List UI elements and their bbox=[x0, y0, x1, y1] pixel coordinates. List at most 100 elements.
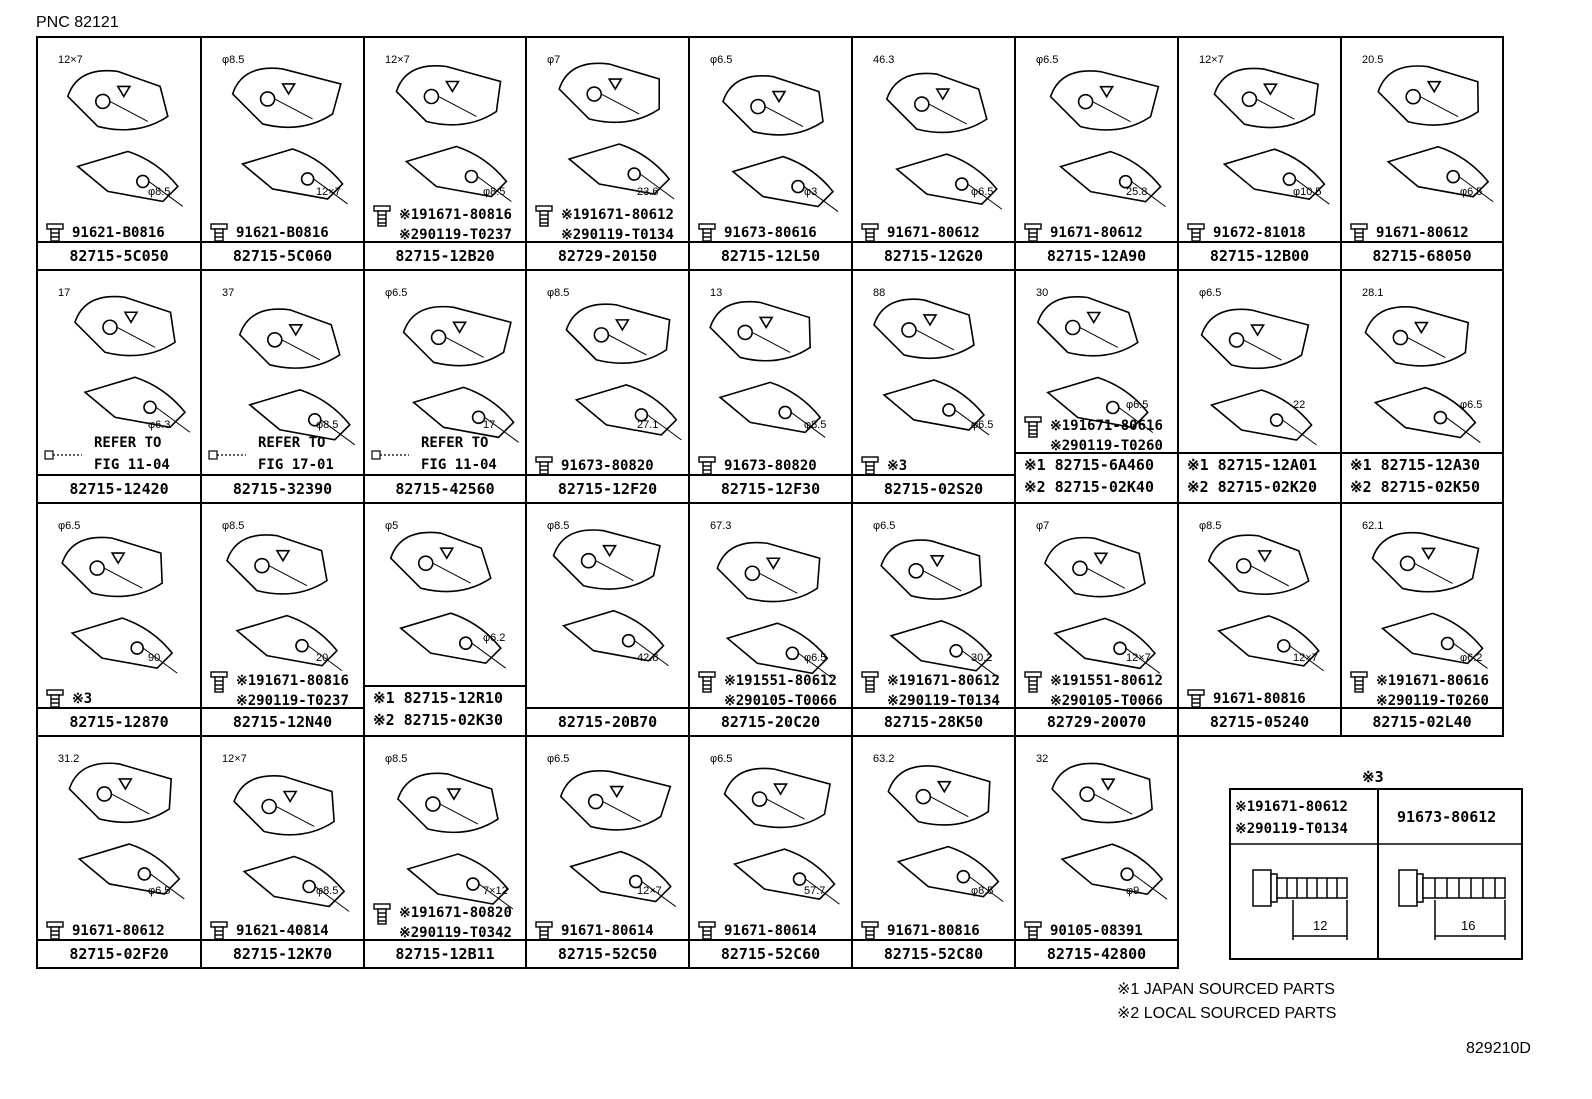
part-number: 82715-32390 bbox=[202, 474, 363, 502]
bolt-code: 91672-81018 bbox=[1213, 225, 1306, 241]
dimension-label: 12×7 bbox=[58, 54, 83, 66]
bolt-code: 91673-80820 bbox=[724, 458, 817, 474]
bolt-code: 91621-40814 bbox=[236, 923, 329, 939]
part-number: 82715-02F20 bbox=[38, 939, 200, 967]
bolt-code: ※191551-80612※290105-T0066 bbox=[1050, 671, 1163, 711]
part-number: 82715-52C80 bbox=[853, 939, 1014, 967]
dimension-label: φ6.5 bbox=[58, 520, 81, 532]
bolt-code-line: ※290119-T0342 bbox=[399, 925, 512, 941]
dimension-label: φ6.5 bbox=[873, 520, 896, 532]
bracket-drawing bbox=[1036, 296, 1154, 433]
dimension-label: 12×7 bbox=[1199, 54, 1224, 66]
bolt-code-line: ※191671-80820 bbox=[399, 905, 512, 921]
part-number: 82715-02S20 bbox=[853, 474, 1014, 502]
refer-arrow-icon bbox=[371, 446, 411, 465]
bolt-code-line: ※191671-80816 bbox=[399, 207, 512, 223]
part-number: 82715-52C60 bbox=[690, 939, 851, 967]
part-number: 82715-5C050 bbox=[38, 241, 200, 269]
part-number: 82715-12420 bbox=[38, 474, 200, 502]
dimension-label: φ6.5 bbox=[804, 652, 827, 664]
part-number: 82715-42800 bbox=[1016, 939, 1177, 967]
bolt-icon bbox=[1022, 223, 1044, 245]
dimension-label: φ7 bbox=[1036, 520, 1050, 532]
bolt-code-line: ※290119-T0237 bbox=[399, 227, 512, 243]
part-number: 82715-12F20 bbox=[527, 474, 688, 502]
dimension-label: φ8.5 bbox=[547, 520, 570, 532]
bracket-drawing bbox=[716, 541, 833, 679]
bolt-icon bbox=[859, 223, 881, 245]
bolt-code-line: ※191551-80612 bbox=[724, 673, 837, 689]
part-number: 82715-12B11 bbox=[365, 939, 525, 967]
dimension-label: 57.7 bbox=[804, 885, 826, 897]
dimension-label: 12×7 bbox=[1293, 652, 1318, 664]
bolt-code: ※191671-80816※290119-T0237 bbox=[236, 671, 349, 711]
legend-left-code: ※191671-80612 bbox=[1235, 799, 1348, 815]
dimension-label: 7×12 bbox=[483, 885, 508, 897]
dimension-label: φ8.5 bbox=[316, 885, 339, 897]
bolt-code: 91671-80816 bbox=[1213, 691, 1306, 707]
bolt-code: 90105-08391 bbox=[1050, 923, 1143, 939]
bolt-code: ※191671-80616※290119-T0260 bbox=[1050, 416, 1163, 456]
dimension-label: φ6.2 bbox=[483, 632, 506, 644]
bracket-drawing bbox=[68, 762, 185, 900]
part-number: 82715-12870 bbox=[38, 707, 200, 735]
part-number: 82729-20150 bbox=[527, 241, 688, 269]
bracket-drawing bbox=[74, 295, 191, 433]
dimension-label: φ8.5 bbox=[148, 186, 171, 198]
bracket-drawing bbox=[231, 67, 348, 205]
bracket-drawing bbox=[226, 534, 343, 672]
part-number: 82715-52C50 bbox=[527, 939, 688, 967]
dimension-label: 28.1 bbox=[1362, 287, 1384, 299]
part-number: 82715-28K50 bbox=[853, 707, 1014, 735]
bracket-drawing bbox=[1364, 306, 1481, 443]
part-number: 82715-20B70 bbox=[527, 707, 688, 735]
part-number-line: ※1 82715-12R10 bbox=[373, 689, 503, 707]
bolt-icon bbox=[859, 921, 881, 943]
bracket-drawing bbox=[1377, 65, 1494, 203]
bolt-code-line: 91671-80816 bbox=[1213, 691, 1306, 707]
dimension-label: φ6.5 bbox=[971, 186, 994, 198]
bolt-code: 91621-B0816 bbox=[236, 225, 329, 241]
bracket-drawing bbox=[559, 770, 677, 907]
bracket-drawing bbox=[66, 69, 184, 207]
part-number: 82715-12B00 bbox=[1179, 241, 1340, 269]
dimension-label: 12×7 bbox=[316, 186, 341, 198]
refer-line: REFER TO bbox=[258, 435, 326, 451]
bolt-icon bbox=[371, 205, 393, 245]
dimension-label: φ6.5 bbox=[710, 753, 733, 765]
